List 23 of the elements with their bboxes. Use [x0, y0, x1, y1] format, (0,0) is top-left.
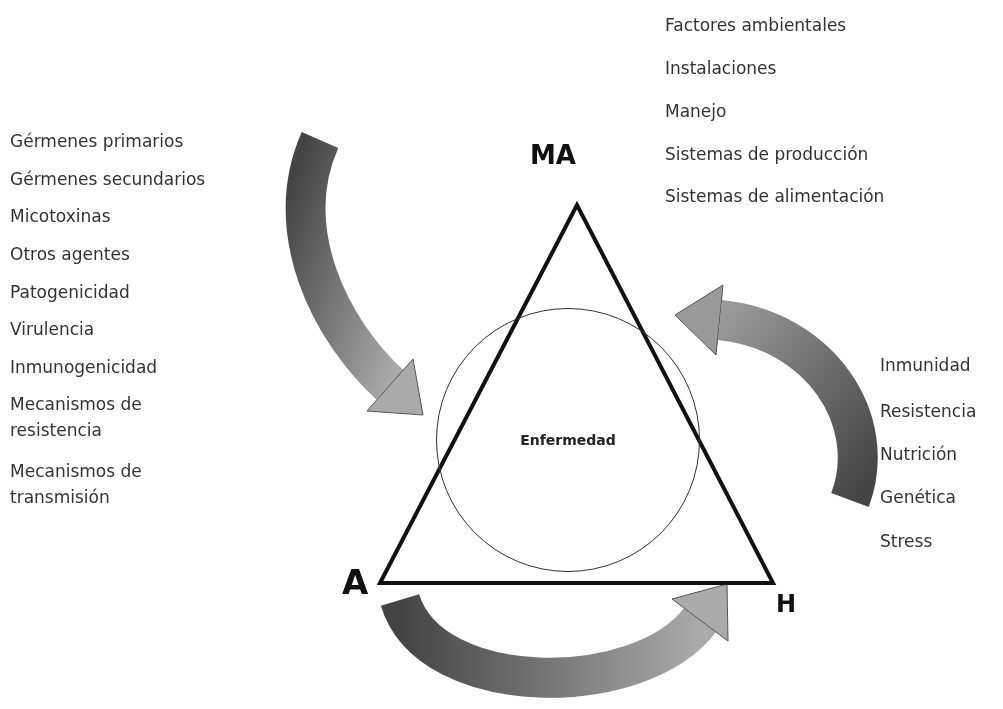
factor-label: Genética [880, 486, 957, 509]
factor-label: Factores ambientales [665, 14, 847, 37]
factor-label: Mecanismos de transmisión [10, 460, 143, 509]
factor-label: Nutrición [880, 443, 958, 466]
vertex-label: MA [530, 140, 576, 170]
factor-label: Mecanismos de resistencia [10, 393, 143, 442]
vertex-label: H [776, 590, 797, 618]
factor-label: Patogenicidad [10, 281, 131, 304]
node-label: Enfermedad [520, 432, 616, 448]
factor-label: Resistencia [880, 400, 977, 423]
factor-label: Inmunidad [880, 354, 971, 377]
factor-label: Gérmenes secundarios [10, 168, 207, 191]
factor-label: Stress [880, 530, 933, 553]
factor-label: Instalaciones [665, 57, 777, 80]
factor-label: Otros agentes [10, 243, 131, 266]
factor-label: Micotoxinas [10, 205, 112, 228]
factor-label: Virulencia [10, 318, 96, 341]
vertex-label: A [342, 562, 369, 602]
factor-label: Sistemas de producción [665, 143, 869, 166]
factor-label: Sistemas de alimentación [665, 185, 885, 208]
factor-label: Gérmenes primarios [10, 130, 185, 153]
factor-label: Manejo [665, 100, 727, 123]
factor-label: Inmunogenicidad [10, 356, 159, 379]
